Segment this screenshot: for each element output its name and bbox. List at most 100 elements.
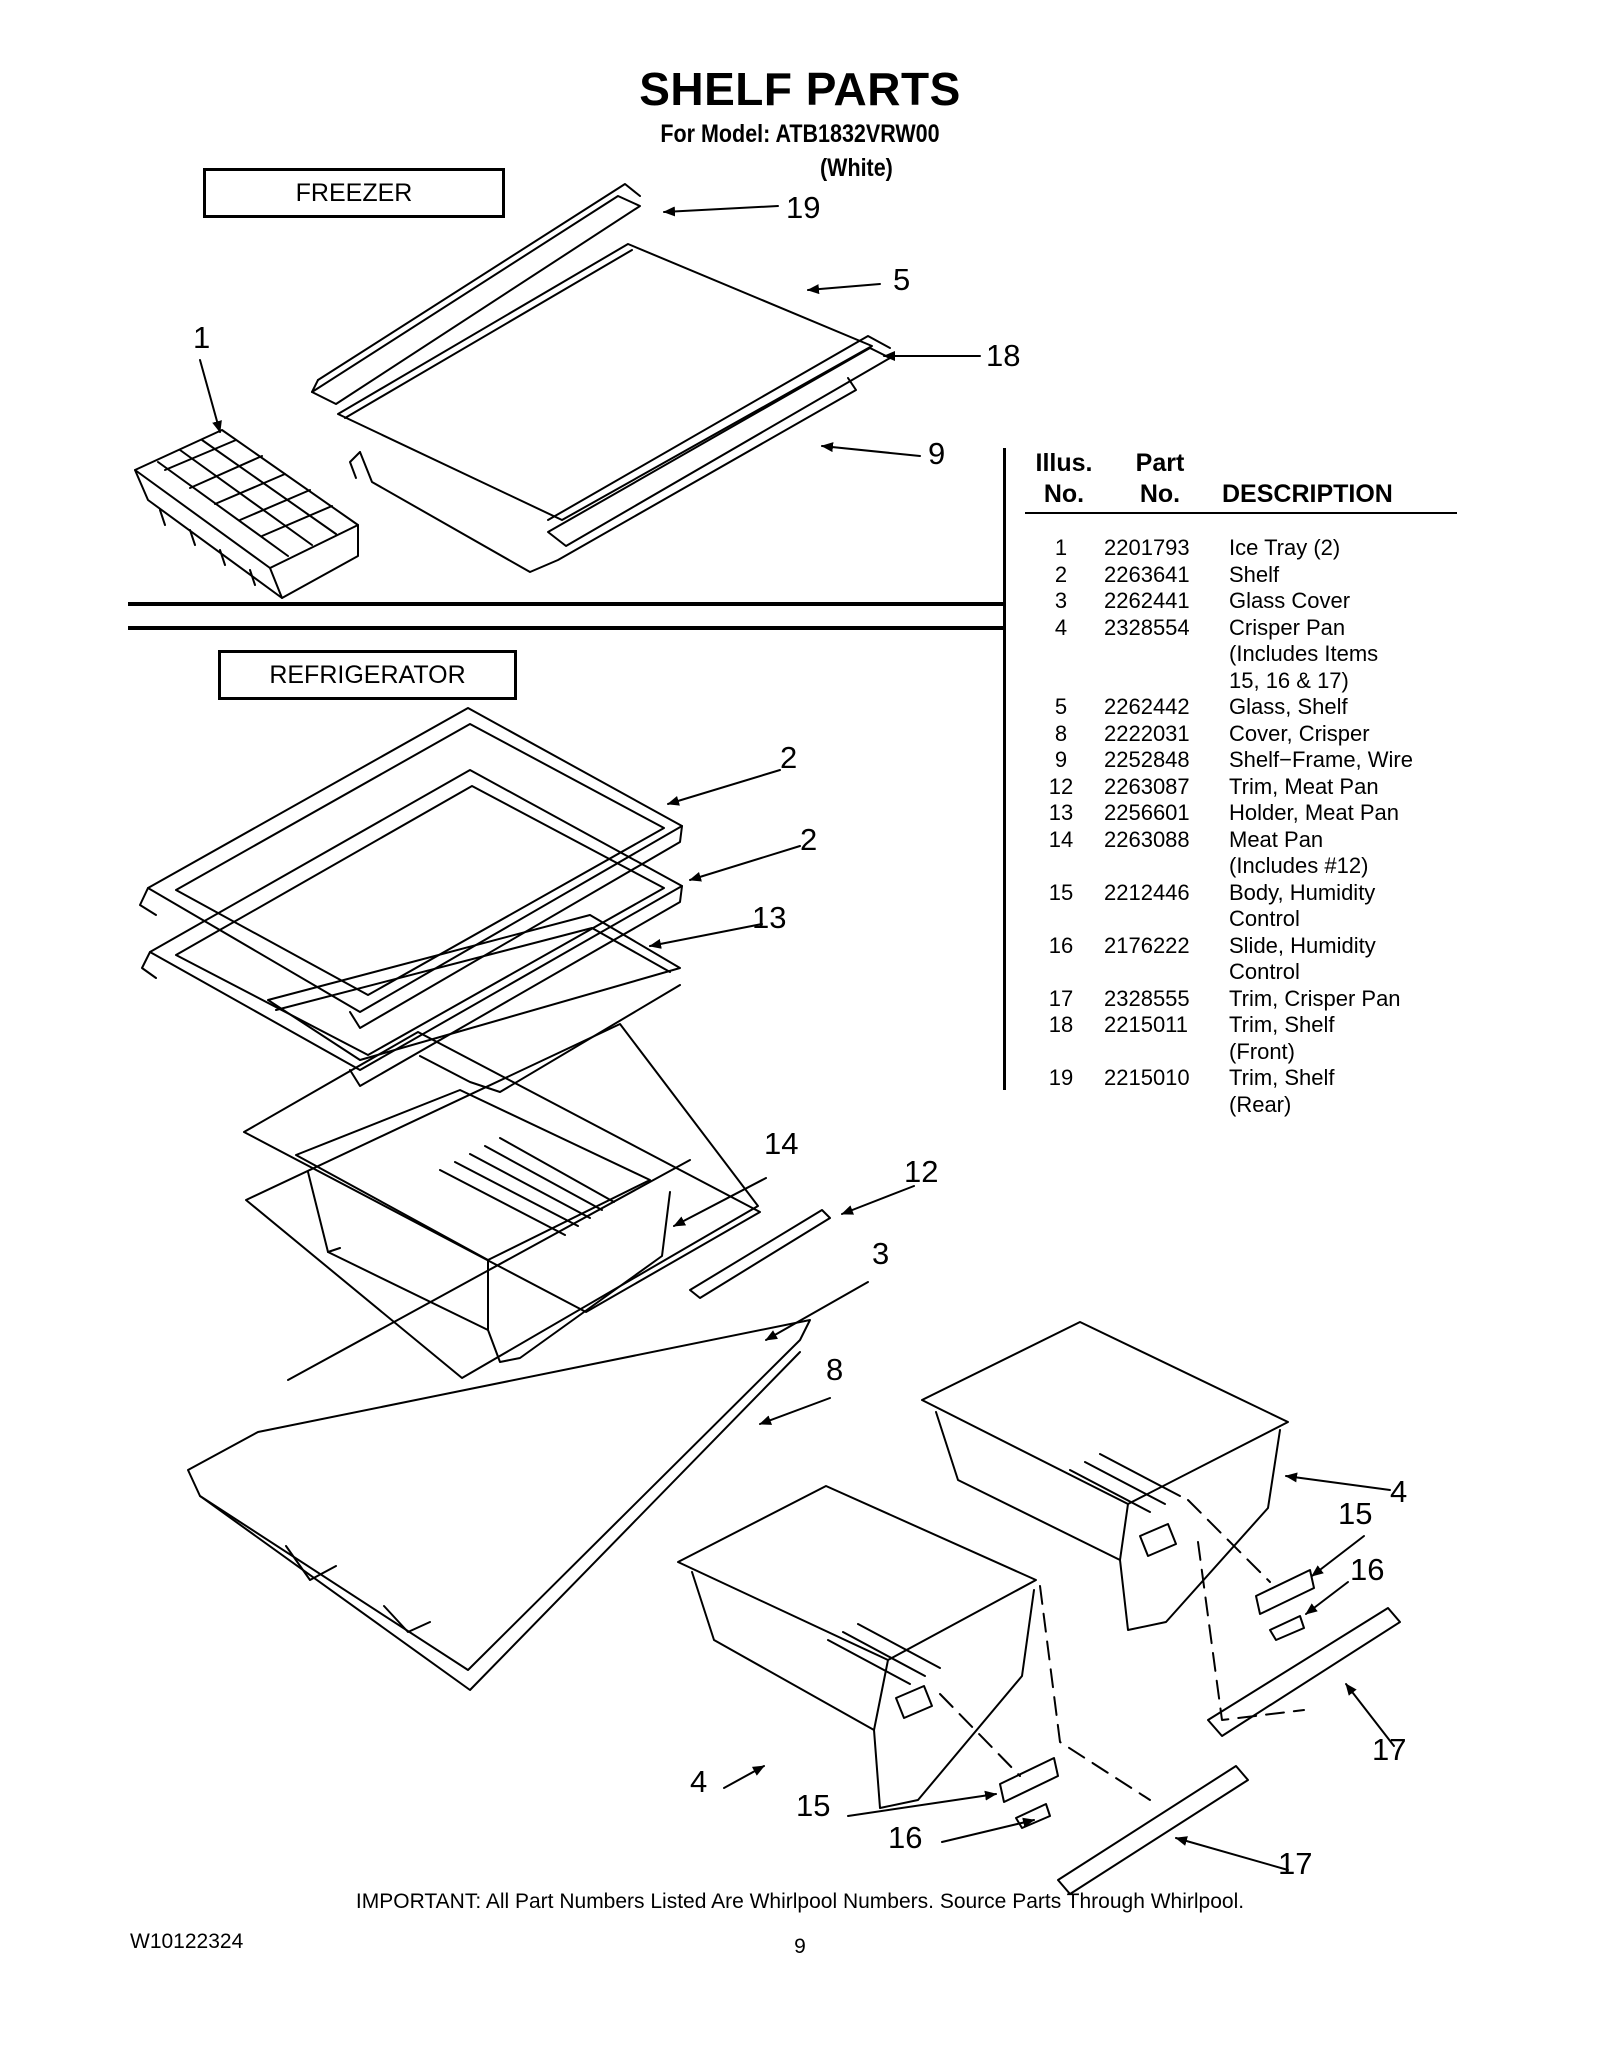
meat-pan-illustration xyxy=(295,1089,671,1363)
callout-14: 14 xyxy=(764,1126,799,1161)
part-number-cell: 2328555 xyxy=(1104,985,1190,1011)
illus-number-cell: 18 xyxy=(1048,1012,1074,1037)
callout-12: 12 xyxy=(904,1154,939,1189)
illus-number-cell: 8 xyxy=(1054,720,1068,746)
description-cell: Trim, Shelf (Rear) xyxy=(1229,1065,1335,1117)
illus-number-cell: 15 xyxy=(1048,879,1074,905)
table-row: 3 2262441 Glass Cover xyxy=(1030,588,1413,615)
table-header-rule xyxy=(1025,512,1457,514)
callout-2-upper: 2 xyxy=(780,740,798,775)
column-header-description: DESCRIPTION xyxy=(1222,480,1393,508)
page-title: SHELF PARTS xyxy=(639,63,961,115)
callout-18: 18 xyxy=(986,338,1021,373)
illus-number-cell: 9 xyxy=(1054,747,1068,772)
part-number-cell: 2201793 xyxy=(1104,535,1190,560)
illus-number-cell: 17 xyxy=(1048,985,1074,1011)
callout-4-upper: 4 xyxy=(1390,1474,1408,1509)
part-number-cell: 2215011 xyxy=(1104,1012,1189,1037)
table-row: 16 2176222 Slide, Humidity Control xyxy=(1030,933,1413,986)
assembly-leader-lines xyxy=(939,1499,1305,1801)
illus-number-cell: 2 xyxy=(1054,561,1068,587)
callout-8: 8 xyxy=(826,1352,844,1387)
part-number-cell: 2263641 xyxy=(1104,561,1190,587)
description-cell: Glass Cover xyxy=(1229,588,1351,613)
description-cell: Trim, Shelf (Front) xyxy=(1229,1012,1335,1064)
description-cell: Meat Pan (Includes #12) xyxy=(1229,826,1369,879)
part-number-cell: 2328554 xyxy=(1104,614,1190,640)
callout-4-lower: 4 xyxy=(690,1764,708,1799)
ice-tray-illustration xyxy=(134,429,359,599)
description-cell: Trim, Meat Pan xyxy=(1229,773,1379,799)
table-vertical-rule xyxy=(1003,448,1006,1090)
illus-number-cell: 14 xyxy=(1048,826,1074,852)
illus-number-cell: 13 xyxy=(1048,800,1074,825)
part-number-cell: 2176222 xyxy=(1104,932,1190,958)
page-number: 9 xyxy=(794,1935,806,1958)
callout-9: 9 xyxy=(928,436,946,471)
callout-17-lower: 17 xyxy=(1278,1846,1313,1881)
table-row: 15 2212446 Body, Humidity Control xyxy=(1030,880,1413,933)
crisper-pan-trim-illustration xyxy=(1057,1607,1401,1895)
part-number-cell: 2212446 xyxy=(1104,879,1190,905)
callout-16-upper: 16 xyxy=(1350,1552,1385,1587)
document-number: W10122324 xyxy=(130,1930,244,1953)
callout-19: 19 xyxy=(786,190,821,225)
illus-number-cell: 5 xyxy=(1054,694,1068,719)
description-cell: Glass, Shelf xyxy=(1229,694,1348,719)
front-shelf-trim-illustration xyxy=(547,335,891,547)
column-header-illus-no: Illus. No. xyxy=(1035,449,1093,508)
meat-pan-trim-illustration xyxy=(689,1209,831,1299)
wire-shelf-frame-illustration xyxy=(349,377,857,573)
model-variant: (White) xyxy=(820,154,893,182)
callout-1: 1 xyxy=(193,320,211,355)
table-row: 2 2263641 Shelf xyxy=(1030,562,1413,589)
table-row: 18 2215011 Trim, Shelf (Front) xyxy=(1030,1012,1413,1065)
callout-2-lower: 2 xyxy=(800,822,818,857)
upper-shelf-illustration xyxy=(139,707,683,1029)
callout-5: 5 xyxy=(893,262,911,297)
description-cell: Body, Humidity Control xyxy=(1229,879,1376,932)
section-divider-top xyxy=(128,602,1003,606)
illus-number-cell: 1 xyxy=(1054,535,1068,560)
part-number-cell: 2222031 xyxy=(1104,720,1190,746)
description-cell: Cover, Crisper xyxy=(1229,720,1370,746)
meat-pan-holder-illustration xyxy=(267,914,681,1093)
lower-shelf-illustration xyxy=(141,769,683,1087)
part-number-cell: 2263087 xyxy=(1104,773,1190,799)
part-number-cell: 2263088 xyxy=(1104,826,1190,852)
freezer-section-label: FREEZER xyxy=(203,168,505,218)
illus-number-cell: 12 xyxy=(1048,773,1074,799)
important-note: IMPORTANT: All Part Numbers Listed Are W… xyxy=(355,1890,1245,1913)
description-cell: Shelf xyxy=(1229,561,1280,587)
model-subtitle: For Model: ATB1832VRW00 xyxy=(660,120,940,148)
part-number-cell: 2262441 xyxy=(1104,588,1190,613)
part-number-cell: 2262442 xyxy=(1104,694,1190,719)
crisper-cover-illustration xyxy=(187,1023,811,1691)
callout-3: 3 xyxy=(872,1236,890,1271)
callout-17-upper: 17 xyxy=(1372,1732,1407,1767)
callout-15-lower: 15 xyxy=(796,1788,831,1823)
description-cell: Slide, Humidity Control xyxy=(1229,932,1376,985)
illus-number-cell: 4 xyxy=(1054,614,1068,640)
description-cell: Trim, Crisper Pan xyxy=(1229,985,1401,1011)
illus-number-cell: 19 xyxy=(1048,1065,1074,1090)
column-header-part-no: Part No. xyxy=(1135,449,1185,508)
part-number-cell: 2215010 xyxy=(1104,1065,1190,1090)
refrigerator-section-label: REFRIGERATOR xyxy=(218,650,517,700)
callout-16-lower: 16 xyxy=(888,1820,923,1855)
table-row: 12 2263087 Trim, Meat Pan xyxy=(1030,774,1413,801)
upper-crisper-pan-illustration xyxy=(921,1321,1289,1631)
humidity-control-parts-illustration xyxy=(999,1569,1315,1829)
illus-number-cell: 3 xyxy=(1054,588,1068,613)
part-number-cell: 2256601 xyxy=(1104,800,1190,825)
illus-number-cell: 16 xyxy=(1048,932,1074,958)
table-row: 19 2215010 Trim, Shelf (Rear) xyxy=(1030,1065,1413,1118)
callout-15-upper: 15 xyxy=(1338,1496,1373,1531)
description-cell: Shelf−Frame, Wire xyxy=(1229,747,1413,772)
